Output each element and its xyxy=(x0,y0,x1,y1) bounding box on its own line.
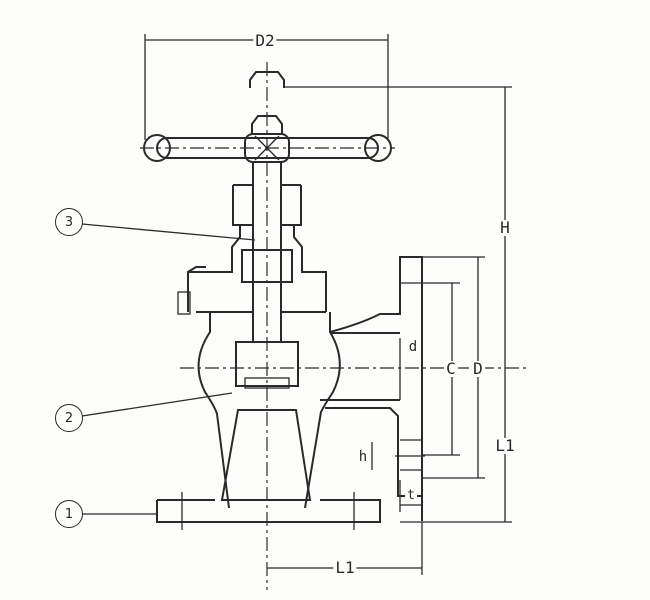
callout-leaders xyxy=(81,223,256,515)
dim-label-l1-horizontal: L1 xyxy=(333,558,357,577)
dim-label-t: t xyxy=(405,488,417,504)
callout-3: 3 xyxy=(55,208,83,236)
dim-label-d2: D2 xyxy=(253,31,277,50)
dim-label-h-hole: h xyxy=(356,449,370,465)
dim-label-h: H xyxy=(498,218,512,237)
valve-body xyxy=(156,256,425,530)
dim-label-d-bore: d xyxy=(406,339,420,355)
handwheel xyxy=(143,71,392,163)
dimension-lines xyxy=(144,34,512,575)
bonnet xyxy=(177,184,327,315)
dim-label-c: C xyxy=(444,359,458,378)
dim-label-d-flange: D xyxy=(471,359,485,378)
dim-label-l1-vertical: L1 xyxy=(493,436,517,455)
callout-1: 1 xyxy=(55,500,83,528)
callout-2: 2 xyxy=(55,404,83,432)
